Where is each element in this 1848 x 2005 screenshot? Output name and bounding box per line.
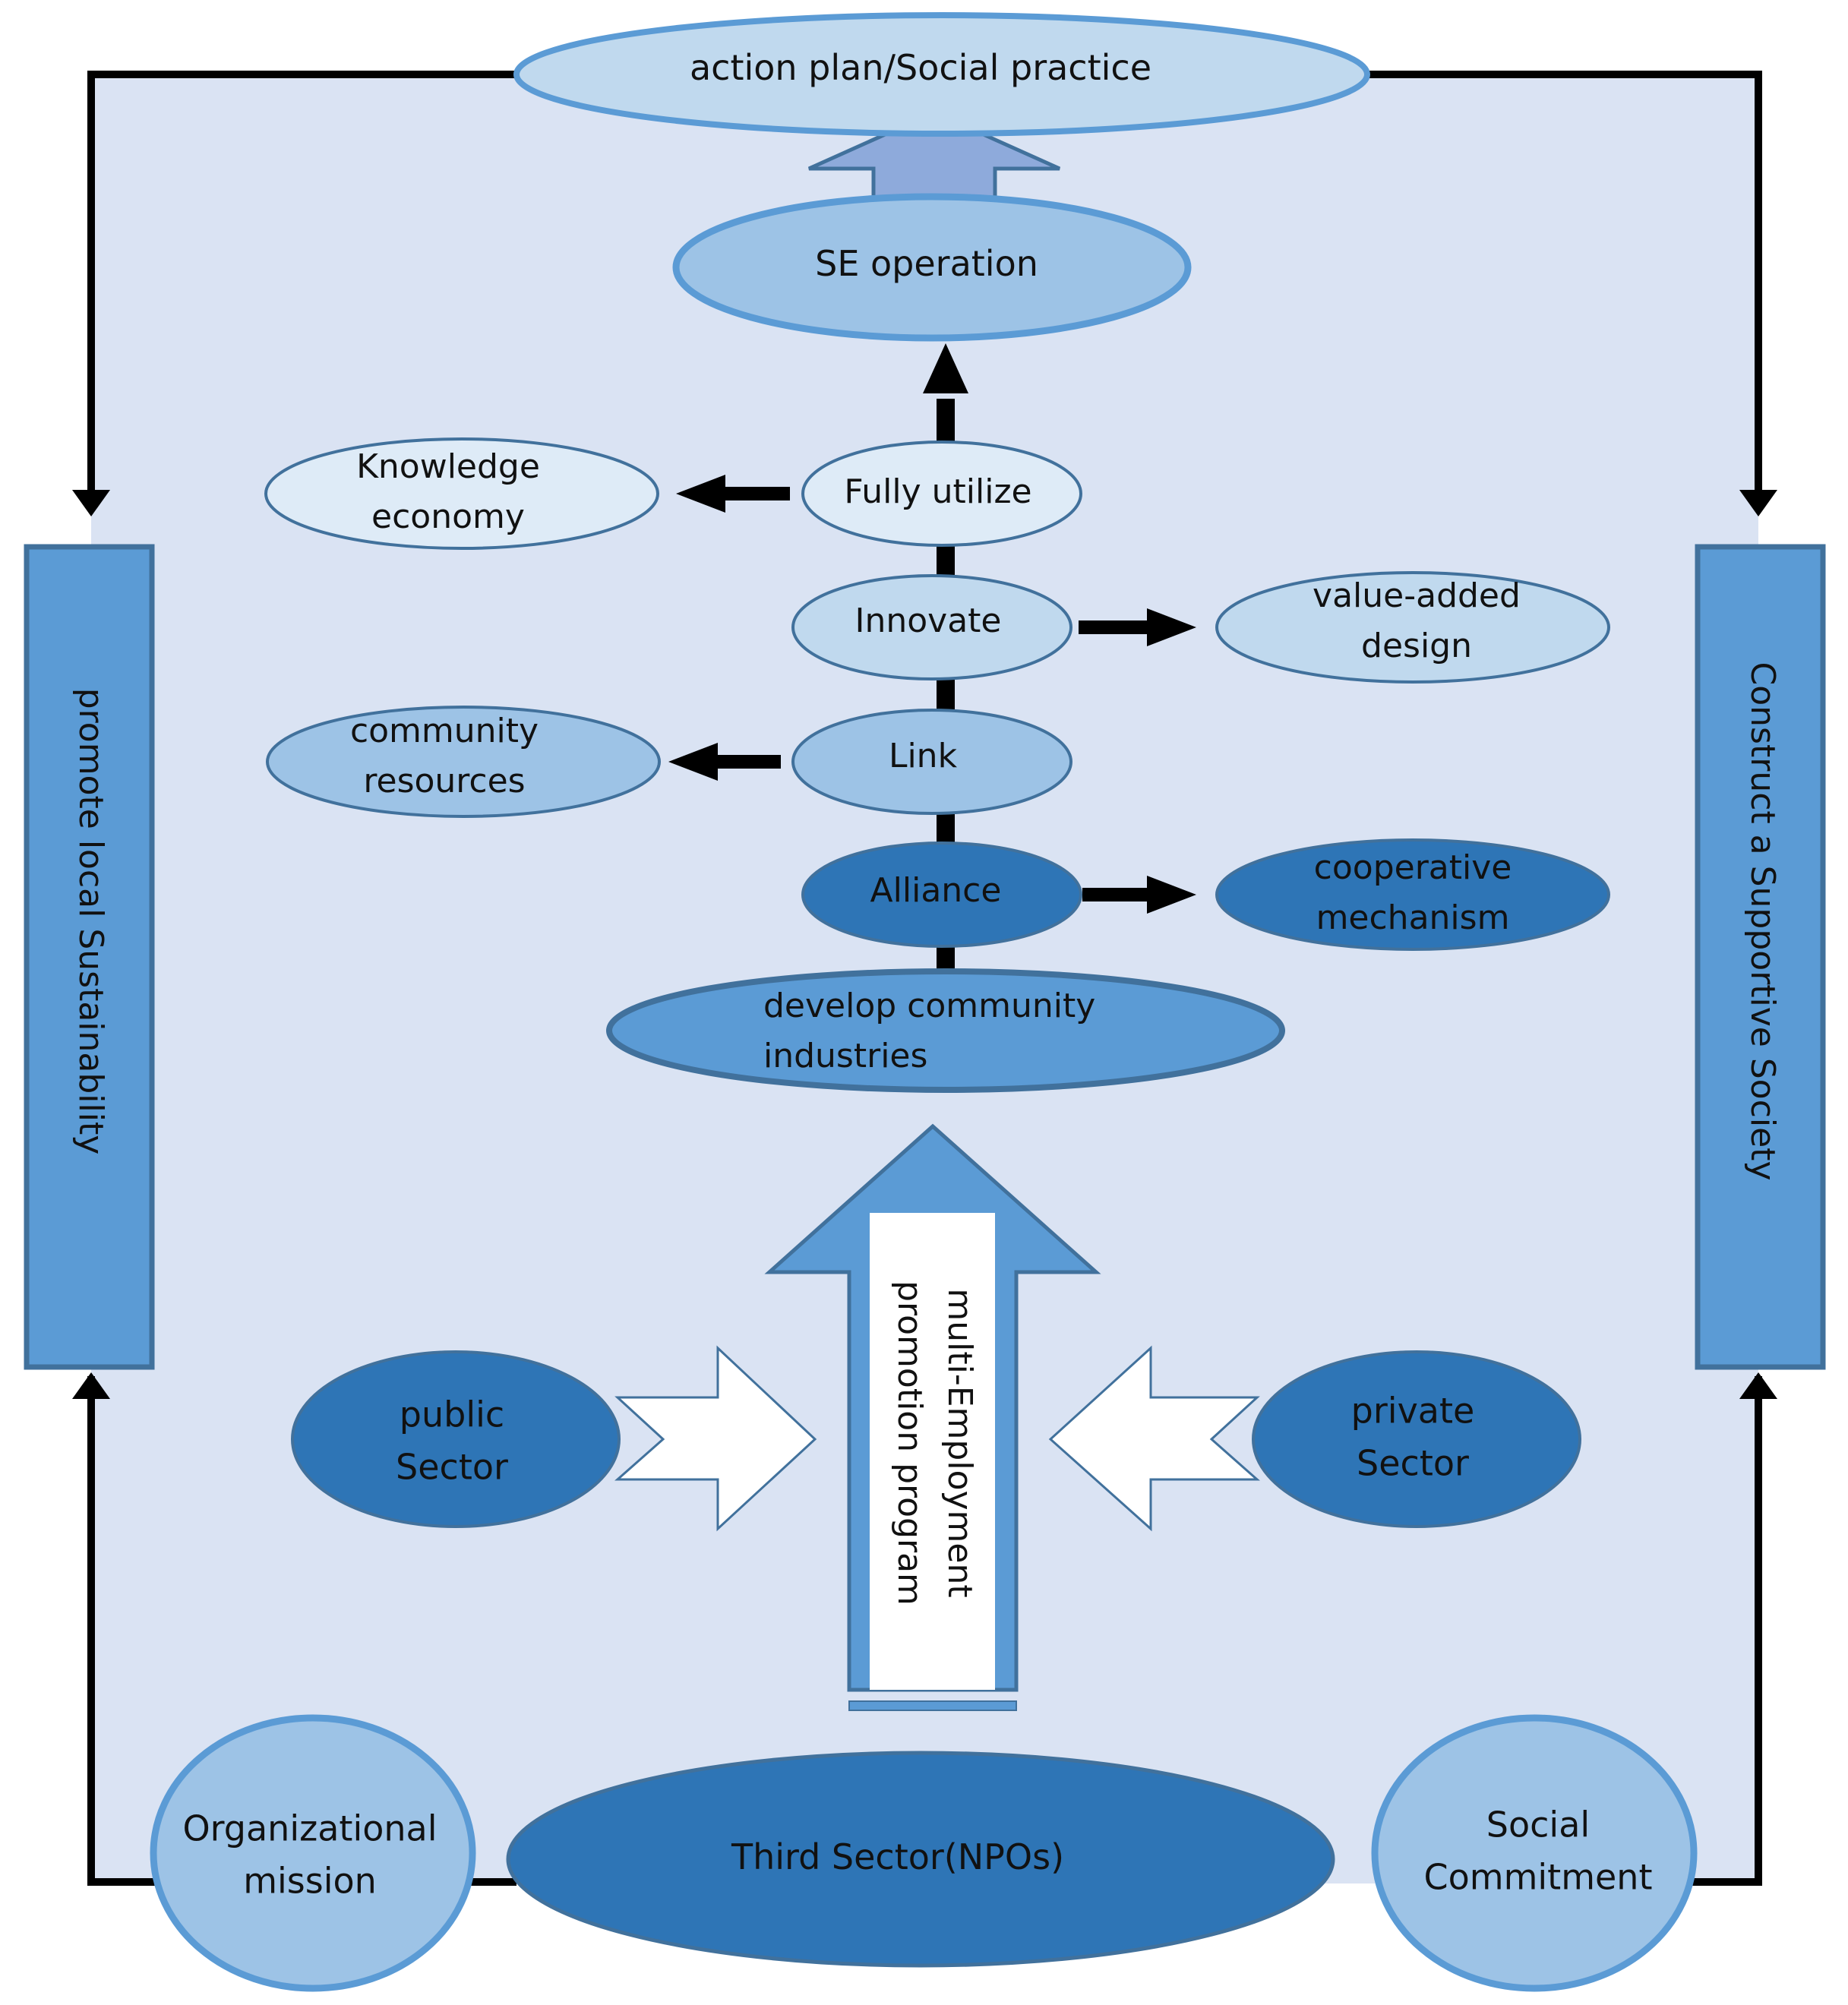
- text-line: resources: [363, 762, 525, 800]
- fully-utilize-label: Fully utilize: [844, 472, 1031, 511]
- text-line: Commitment: [1424, 1856, 1653, 1897]
- alliance-label: Alliance: [870, 871, 1002, 910]
- right-bar-label: Construct a Supportive Society: [1743, 662, 1782, 1181]
- fully-utilize-node: [801, 440, 1082, 547]
- text-line: public: [400, 1394, 504, 1435]
- text-line: mission: [243, 1860, 377, 1901]
- text-line: economy: [371, 497, 525, 536]
- program-arrow-label: multi-Employment promotion program: [890, 1280, 979, 1606]
- develop-industries-label: develop community industries: [763, 987, 1095, 1075]
- develop-industries-node: [606, 968, 1285, 1093]
- public-sector-chevron: [614, 1345, 817, 1532]
- cooperative-mechanism-label: cooperative mechanism: [1314, 848, 1512, 937]
- text-line: value-added: [1313, 576, 1521, 615]
- left-bar: [24, 544, 155, 1370]
- spine-arrowhead: [923, 343, 968, 393]
- text-line: industries: [763, 1037, 927, 1075]
- third-sector-label: Third Sector(NPOs): [731, 1836, 1064, 1877]
- organizational-mission-node: [150, 1714, 476, 1992]
- text-line: design: [1361, 627, 1472, 665]
- innovate-node: [791, 574, 1072, 680]
- private-sector-node: [1252, 1350, 1581, 1528]
- private-sector-chevron: [1048, 1345, 1260, 1532]
- text-line: Link: [889, 737, 958, 775]
- program-arrow-base-stripe: [848, 1700, 1017, 1711]
- text-line: Knowledge: [356, 447, 540, 486]
- cooperative-mechanism-node: [1215, 838, 1610, 951]
- action-plan-node: [513, 12, 1370, 137]
- text-line: Third Sector(NPOs): [731, 1836, 1064, 1877]
- text-line: develop community: [763, 987, 1095, 1025]
- program-arrow-inner: [870, 1213, 995, 1690]
- right-bar: [1695, 544, 1826, 1370]
- value-added-design-label: value-added design: [1313, 576, 1521, 665]
- public-sector-node: [291, 1350, 621, 1528]
- text-line: Social: [1486, 1804, 1590, 1845]
- social-commitment-node: [1371, 1714, 1698, 1992]
- action-plan-label: action plan/Social practice: [690, 47, 1151, 88]
- organizational-mission-label: Organizational mission: [182, 1808, 437, 1901]
- text-line: Fully utilize: [844, 472, 1031, 511]
- se-operation-node: [672, 193, 1192, 342]
- side-arrows: [668, 475, 1196, 914]
- text-line: multi-Employment: [940, 1288, 979, 1597]
- text-line: action plan/Social practice: [690, 47, 1151, 88]
- value-added-design-node: [1215, 571, 1610, 684]
- text-line: Alliance: [870, 871, 1002, 910]
- community-resources-label: community resources: [350, 712, 539, 800]
- text-line: promotion program: [890, 1280, 929, 1606]
- text-line: Sector: [1357, 1442, 1469, 1483]
- link-node: [791, 709, 1072, 815]
- text-line: SE operation: [815, 243, 1038, 284]
- text-line: Innovate: [855, 602, 1002, 640]
- knowledge-economy-node: [264, 437, 659, 550]
- text-line: Organizational: [182, 1808, 437, 1849]
- community-resources-node: [266, 706, 661, 818]
- text-line: community: [350, 712, 539, 750]
- alliance-node: [801, 841, 1082, 948]
- text-line: mechanism: [1316, 898, 1510, 937]
- link-label: Link: [889, 737, 958, 775]
- third-sector-node: [506, 1751, 1335, 1968]
- knowledge-economy-label: Knowledge economy: [356, 447, 540, 536]
- se-operation-label: SE operation: [815, 243, 1038, 284]
- text-line: cooperative: [1314, 848, 1512, 887]
- left-bar-label: promote local Sustainability: [71, 688, 110, 1155]
- frame-arrowheads: [72, 490, 1777, 1399]
- text-line: Sector: [396, 1446, 508, 1487]
- innovate-label: Innovate: [855, 602, 1002, 640]
- text-line: private: [1351, 1390, 1475, 1431]
